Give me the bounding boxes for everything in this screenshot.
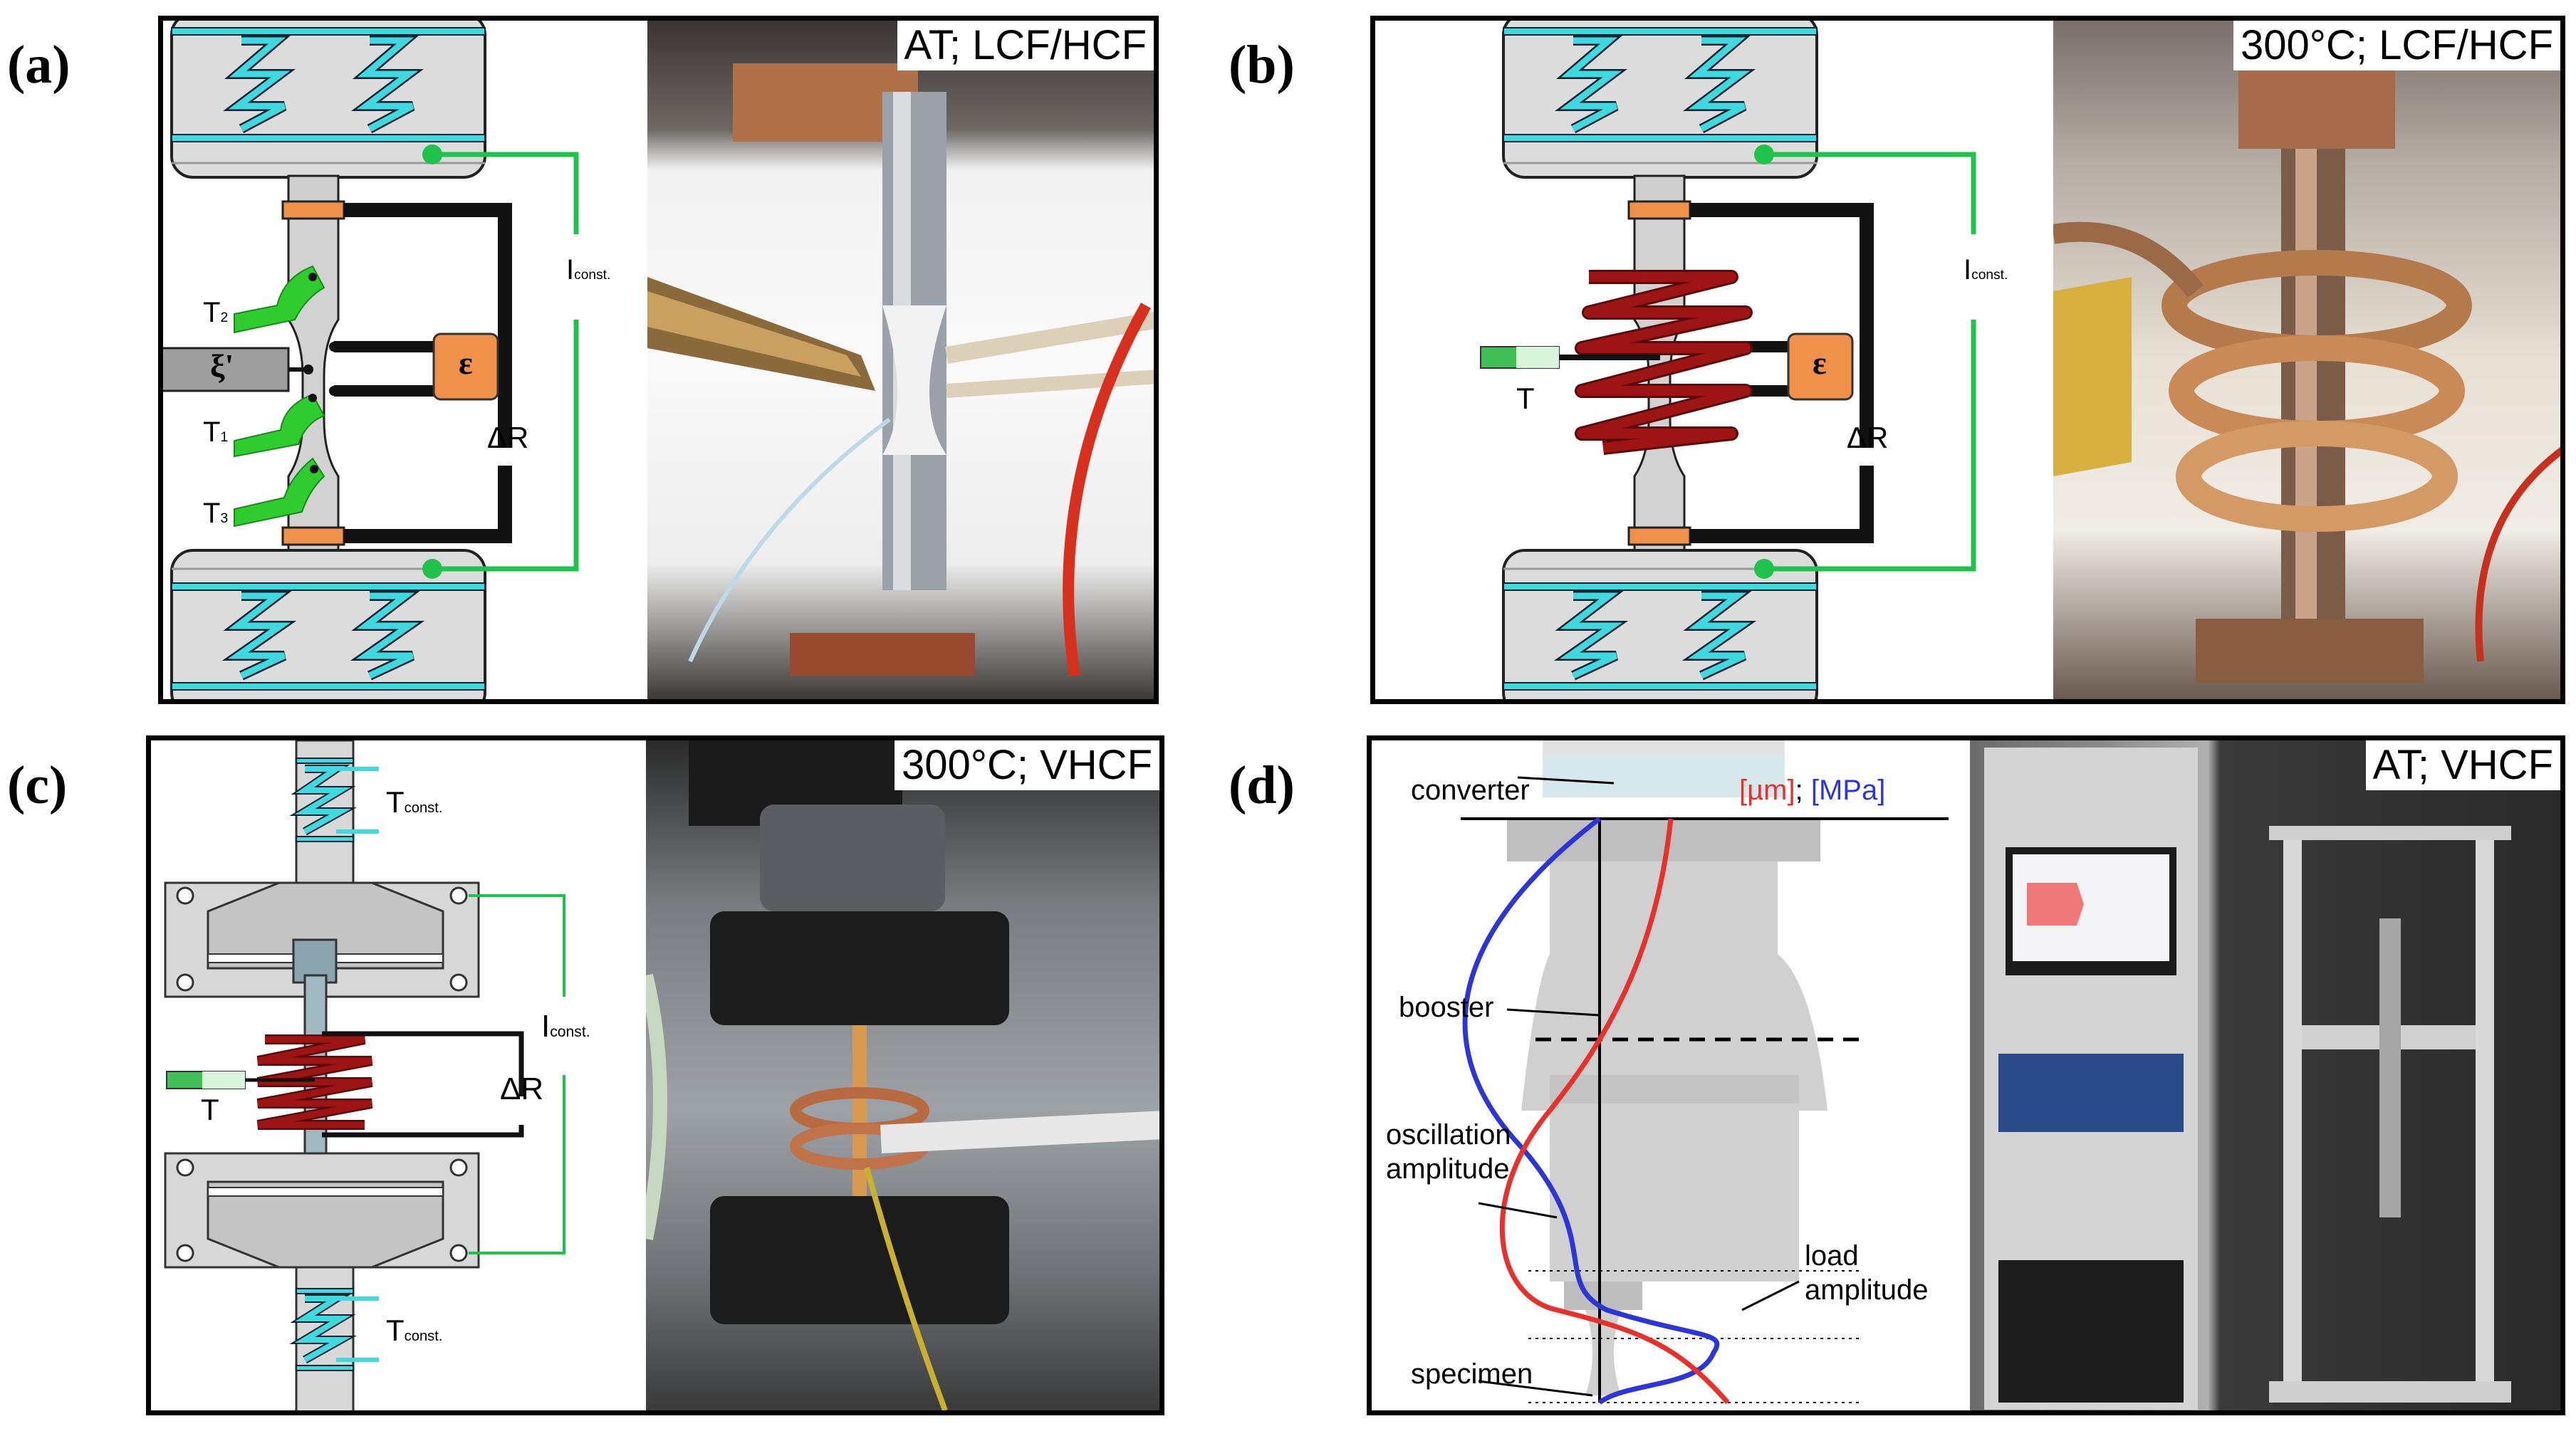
panel-a-schematic [163, 21, 590, 699]
panel-c: Tconst. Tconst. Iconst. ΔR T 300°C; VHCF [146, 735, 1164, 1415]
panel-d-schematic [1461, 740, 1949, 1405]
temperature-label-c: T [201, 1093, 219, 1126]
panel-d-photo [1970, 740, 2560, 1410]
panel-a-label: (a) [7, 35, 71, 95]
panel-a: ξ' ε T2 T1 T3 Iconst. ΔR AT; LCF/HCF [158, 16, 1159, 704]
panel-b-label: (b) [1229, 35, 1295, 95]
converter-label: converter [1411, 775, 1530, 806]
xi-label: ξ' [210, 347, 234, 384]
unit-separator: ; [1795, 775, 1811, 806]
tconst-bottom-label: Tconst. [386, 1314, 443, 1347]
panel-c-tag: 300°C; VHCF [895, 740, 1159, 790]
panel-d-tag: AT; VHCF [2365, 740, 2560, 790]
units-label: [µm]; [MPa] [1739, 776, 1885, 805]
booster-label: booster [1399, 992, 1494, 1023]
resistance-label: ΔR [487, 421, 529, 454]
unit-um: [µm] [1739, 775, 1795, 806]
t1-label: T1 [203, 416, 229, 448]
tconst-top-label: Tconst. [386, 785, 443, 819]
panel-b: ε T Iconst. ΔR 300°C; LCF/HCF [1370, 16, 2565, 704]
t3-label: T3 [203, 498, 229, 529]
panel-c-photo [646, 740, 1159, 1410]
t2-label: T2 [203, 297, 229, 328]
specimen-label: specimen [1411, 1358, 1533, 1390]
resistance-label-b: ΔR [1847, 421, 1889, 454]
panel-c-schematic [164, 740, 575, 1410]
panel-a-photo [647, 21, 1154, 699]
unit-mpa: [MPa] [1810, 775, 1886, 806]
panel-b-schematic [1480, 21, 1988, 699]
current-label-c: Iconst. [541, 1009, 590, 1044]
temperature-label-b: T [1516, 382, 1535, 415]
panel-b-tag: 300°C; LCF/HCF [2233, 21, 2560, 70]
current-label: Iconst. [566, 254, 611, 285]
panel-a-tag: AT; LCF/HCF [897, 21, 1154, 70]
panel-b-photo [2053, 21, 2560, 699]
resistance-label-c: ΔR [500, 1071, 544, 1106]
epsilon-label-b: ε [1813, 345, 1827, 381]
panel-d: converter [µm]; [MPa] booster oscillatio… [1367, 735, 2565, 1415]
epsilon-label: ε [459, 345, 473, 381]
panel-d-label: (d) [1229, 755, 1295, 815]
panel-c-label: (c) [7, 755, 68, 815]
current-label-b: Iconst. [1964, 254, 2008, 285]
